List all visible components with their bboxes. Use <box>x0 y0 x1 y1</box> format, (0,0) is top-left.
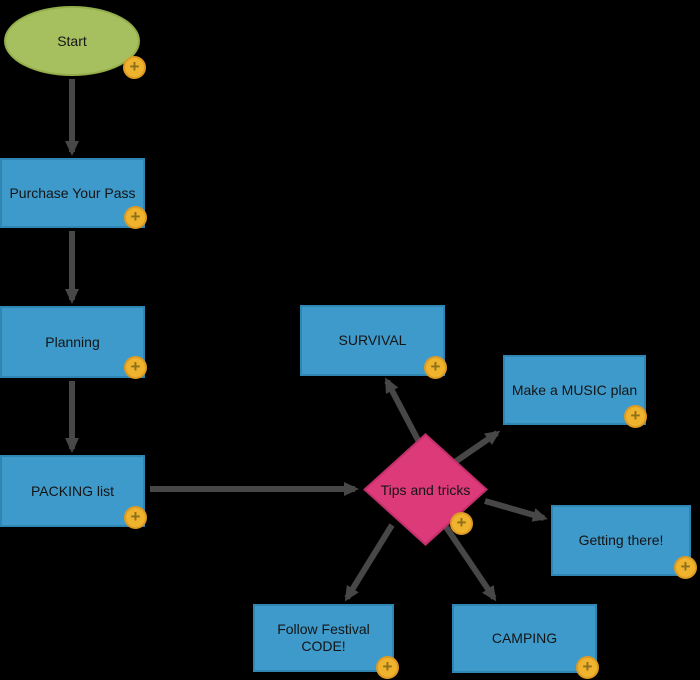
node-label: Getting there! <box>578 532 664 549</box>
add-node-button-purchase[interactable]: + <box>124 206 147 229</box>
node-label: PACKING list <box>31 482 114 499</box>
node-make-a-music-plan[interactable]: Make a MUSIC plan <box>503 355 646 425</box>
add-node-button-start[interactable]: + <box>123 56 146 79</box>
plus-icon: + <box>130 507 141 526</box>
node-label: Purchase Your Pass <box>9 184 136 201</box>
plus-icon: + <box>382 657 393 676</box>
node-label: Follow Festival CODE! <box>277 621 370 654</box>
add-node-button-planning[interactable]: + <box>124 356 147 379</box>
node-label: Planning <box>45 333 100 350</box>
node-packing-list[interactable]: PACKING list <box>0 455 145 527</box>
add-node-button-tips[interactable]: + <box>450 512 473 535</box>
add-node-button-survival[interactable]: + <box>424 356 447 379</box>
node-label: Tips and tricks <box>380 481 471 498</box>
edge-tips-to-code[interactable] <box>344 523 395 602</box>
plus-icon: + <box>130 207 141 226</box>
node-survival[interactable]: SURVIVAL <box>300 305 445 376</box>
node-tips-and-tricks[interactable]: Tips and tricks <box>363 433 488 546</box>
edge-tips-to-survival[interactable] <box>384 377 422 444</box>
plus-icon: + <box>456 513 467 532</box>
node-planning[interactable]: Planning <box>0 306 145 378</box>
edge-tips-to-camping[interactable] <box>443 525 497 602</box>
node-purchase-your-pass[interactable]: Purchase Your Pass <box>0 158 145 228</box>
node-camping[interactable]: CAMPING <box>452 604 597 673</box>
node-start[interactable]: Start <box>4 6 140 76</box>
node-follow-festival-code[interactable]: Follow Festival CODE! <box>253 604 394 672</box>
node-label: Make a MUSIC plan <box>511 381 638 398</box>
edge-tips-to-music[interactable] <box>450 430 501 467</box>
plus-icon: + <box>630 406 641 425</box>
plus-icon: + <box>129 57 140 76</box>
node-label: Start <box>57 32 87 49</box>
add-node-button-packing[interactable]: + <box>124 506 147 529</box>
add-node-button-code[interactable]: + <box>376 656 399 679</box>
plus-icon: + <box>430 357 441 376</box>
node-label: CAMPING <box>491 630 558 647</box>
plus-icon: + <box>680 557 691 576</box>
add-node-button-music[interactable]: + <box>624 405 647 428</box>
plus-icon: + <box>582 657 593 676</box>
plus-icon: + <box>130 357 141 376</box>
add-node-button-camping[interactable]: + <box>576 656 599 679</box>
node-label: SURVIVAL <box>338 332 407 349</box>
node-getting-there[interactable]: Getting there! <box>551 505 691 576</box>
add-node-button-getting[interactable]: + <box>674 556 697 579</box>
edge-tips-to-getting[interactable] <box>484 498 548 522</box>
